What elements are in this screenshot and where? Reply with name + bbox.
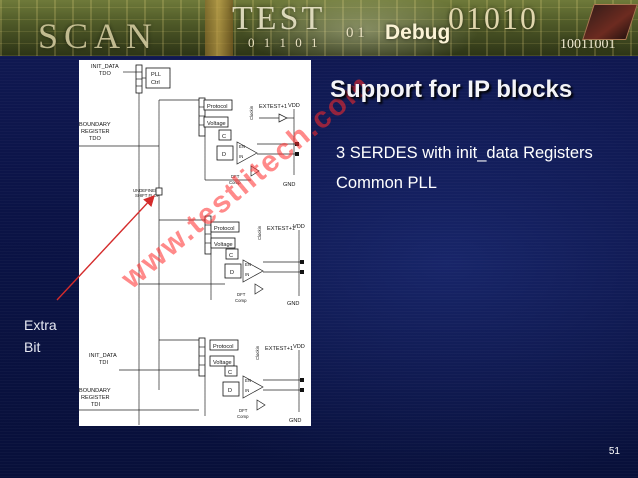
label-vdd-1: VDD [288, 103, 300, 109]
label-d-2: D [230, 270, 234, 276]
label-undefined: UNDEFINED [133, 188, 158, 193]
annotation-line-2: Bit [24, 339, 41, 355]
banner-bits-b: 0 1 [346, 25, 365, 41]
label-en-3: EN [245, 378, 251, 383]
chip-graphic [205, 0, 233, 56]
label-voltage-1: Voltage [207, 121, 226, 127]
banner-bits-d: 10011001 [560, 37, 616, 52]
label-en-1: EN [239, 144, 245, 149]
banner-bits-a: 0 1 1 0 1 [248, 35, 321, 50]
label-in-2: IN [245, 272, 249, 277]
label-clockin-2: Clockin [257, 225, 262, 240]
bullet-list: 3 SERDES with init_data Registers Common… [336, 138, 593, 198]
label-init-data-tdo: INIT_DATA [91, 64, 119, 70]
label-register: REGISTER [81, 129, 110, 135]
label-tdi-a: TDI [99, 360, 108, 366]
label-voltage-3: Voltage [213, 360, 232, 366]
label-comp-1: Comp [229, 180, 241, 185]
label-extest-3: EXTEST+1 [265, 346, 293, 352]
label-tdo-a: TDO [99, 71, 111, 77]
bullet-serdes: 3 SERDES with init_data Registers [336, 144, 593, 162]
banner-glow [240, 0, 480, 56]
label-en-2: EN [245, 262, 251, 267]
label-extest-1: EXTEST+1 [259, 104, 287, 110]
label-clockin-3: Clockin [255, 345, 260, 360]
label-protocol-2: Protocol [214, 226, 235, 232]
circuit-pattern [0, 0, 638, 56]
banner-bits-c: 01010 [448, 0, 538, 36]
label-extest-2: EXTEST+1 [267, 226, 295, 232]
label-tdi-b: TDI [91, 402, 100, 408]
label-gnd-1: GND [283, 182, 295, 188]
annotation-line-1: Extra [24, 317, 57, 333]
label-dft-3: DFT [239, 408, 248, 413]
label-boundary: BOUNDARY [79, 122, 111, 128]
label-comp-2: Comp [235, 298, 247, 303]
banner-word-debug: Debug [385, 21, 451, 44]
label-dft-1: DFT [231, 174, 240, 179]
banner-word-scan: SCAN [38, 16, 159, 56]
extra-bit-annotation: Extra Bit [24, 314, 57, 358]
extra-bit-flop [155, 187, 163, 196]
label-d-1: D [222, 152, 226, 158]
label-vdd-2: VDD [293, 224, 305, 230]
bullet-common-pll: Common PLL [336, 174, 437, 192]
label-init-data-tdi: INIT_DATA [89, 353, 117, 359]
label-pll: PLL [151, 72, 161, 78]
banner-word-test: TEST [232, 0, 326, 37]
label-gnd-3: GND [289, 418, 301, 424]
label-voltage-2: Voltage [214, 242, 233, 248]
label-tdo-b: TDO [89, 136, 101, 142]
serdes-block-2: Protocol Voltage C D EN IN Clockin EXTES… [139, 215, 305, 307]
page-number: 51 [608, 446, 620, 457]
label-c-1: C [222, 134, 226, 140]
label-in-3: IN [245, 388, 249, 393]
label-clockin-1: Clockin [249, 105, 254, 120]
label-vdd-3: VDD [293, 344, 305, 350]
label-boundary-2: BOUNDARY [79, 388, 111, 394]
label-register-2: REGISTER [81, 395, 110, 401]
label-in-1: IN [239, 154, 243, 159]
label-c-2: C [229, 253, 233, 259]
label-protocol-1: Protocol [207, 104, 228, 110]
label-c-3: C [228, 370, 232, 376]
label-gnd-2: GND [287, 301, 299, 307]
label-d-3: D [228, 388, 232, 394]
serdes-block-1: Protocol Voltage C D EN IN Clockin EXTES… [159, 97, 300, 188]
label-dft-2: DFT [237, 292, 246, 297]
serdes-block-3: Protocol Voltage C D EN IN Clockin EXTES… [159, 337, 305, 424]
label-comp-3: Comp [237, 414, 249, 419]
header-banner: SCAN TEST 0 1 1 0 1 0 1 Debug 01010 1001… [0, 0, 638, 56]
slide-title: Support for IP blocks [330, 76, 573, 103]
label-protocol-3: Protocol [213, 344, 234, 350]
label-ctrl: Ctrl [151, 80, 160, 86]
